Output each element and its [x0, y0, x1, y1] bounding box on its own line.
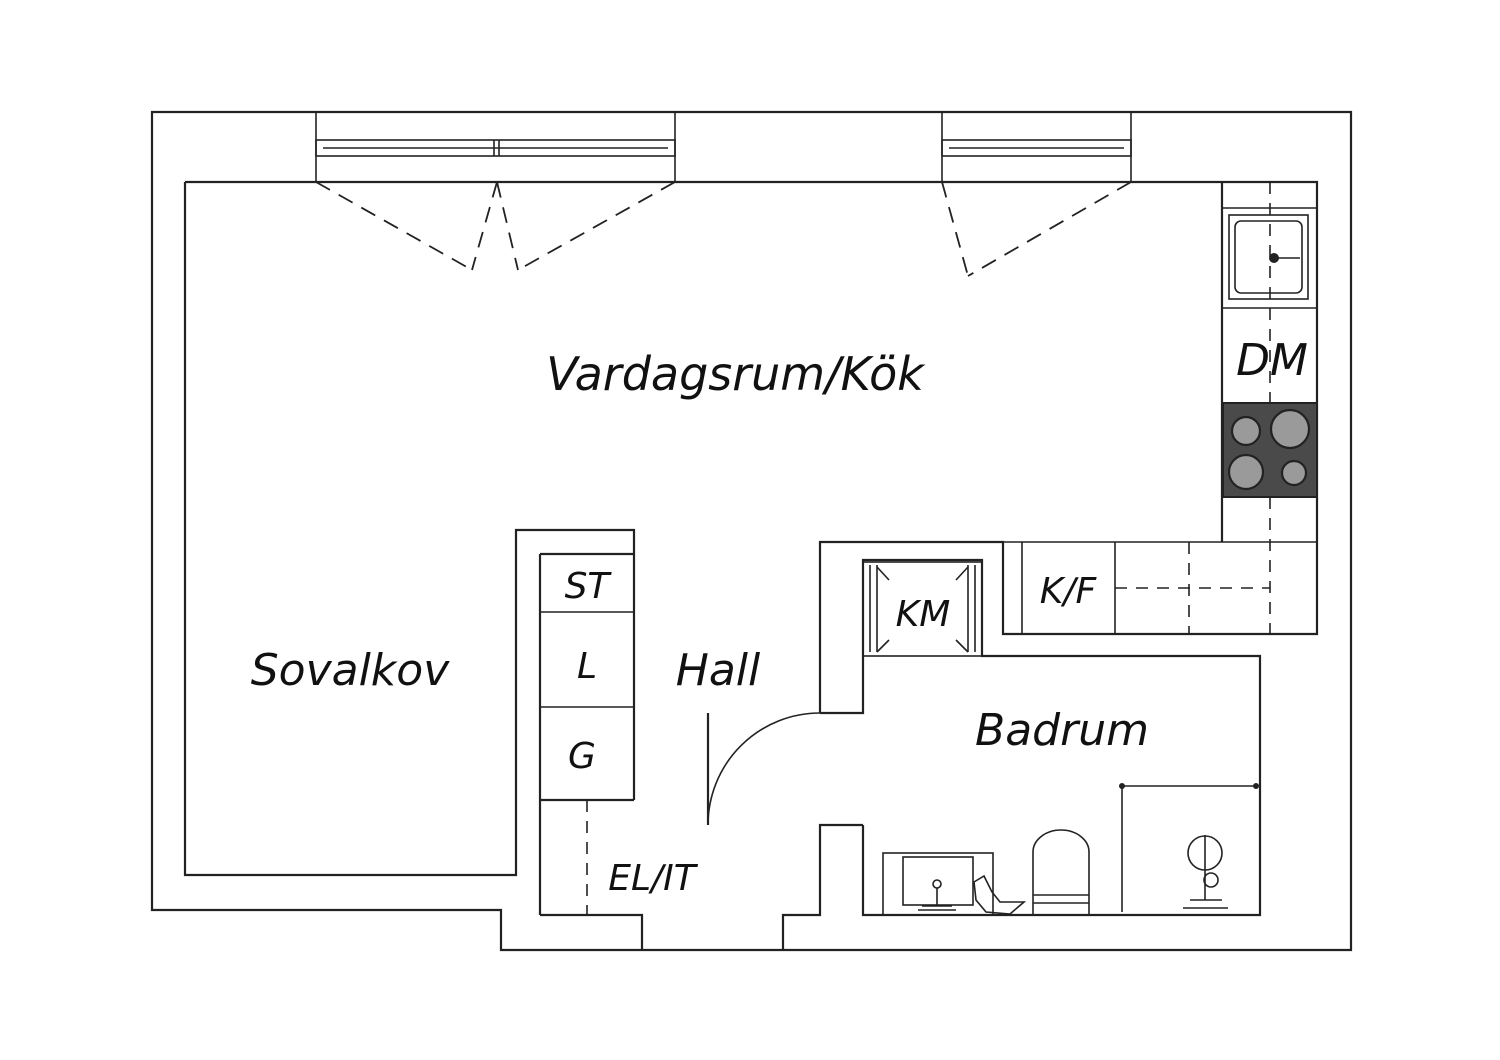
washing-machine-icon [862, 561, 983, 657]
label-fridge-freezer: K/F [1040, 571, 1098, 612]
shower-icon [1119, 783, 1259, 912]
label-electrical: EL/IT [608, 858, 699, 899]
bath-sink-icon [882, 852, 1027, 916]
room-label-bathroom: Badrum [975, 705, 1149, 756]
room-label-living-kitchen: Vardagsrum/Kök [546, 347, 926, 401]
toilet-icon [1032, 829, 1090, 915]
outer-wall [150, 110, 1353, 952]
window-right [941, 112, 1132, 182]
wardrobe-block [538, 552, 634, 915]
label-wardrobe-st: ST [565, 566, 613, 607]
inner-wall-living [183, 180, 1222, 877]
room-label-hall: Hall [676, 645, 761, 696]
label-dishwasher: DM [1236, 335, 1308, 386]
label-wardrobe-l: L [577, 646, 597, 687]
bathroom-door [706, 712, 821, 826]
hall-walls [540, 823, 863, 950]
label-wardrobe-g: G [568, 736, 596, 777]
window-left [315, 112, 676, 182]
room-label-alcove: Sovalkov [251, 645, 450, 696]
stove-icon [1222, 402, 1318, 498]
label-washing-machine: KM [896, 594, 951, 635]
window-swing [315, 181, 1132, 277]
sink-icon [1228, 214, 1309, 300]
